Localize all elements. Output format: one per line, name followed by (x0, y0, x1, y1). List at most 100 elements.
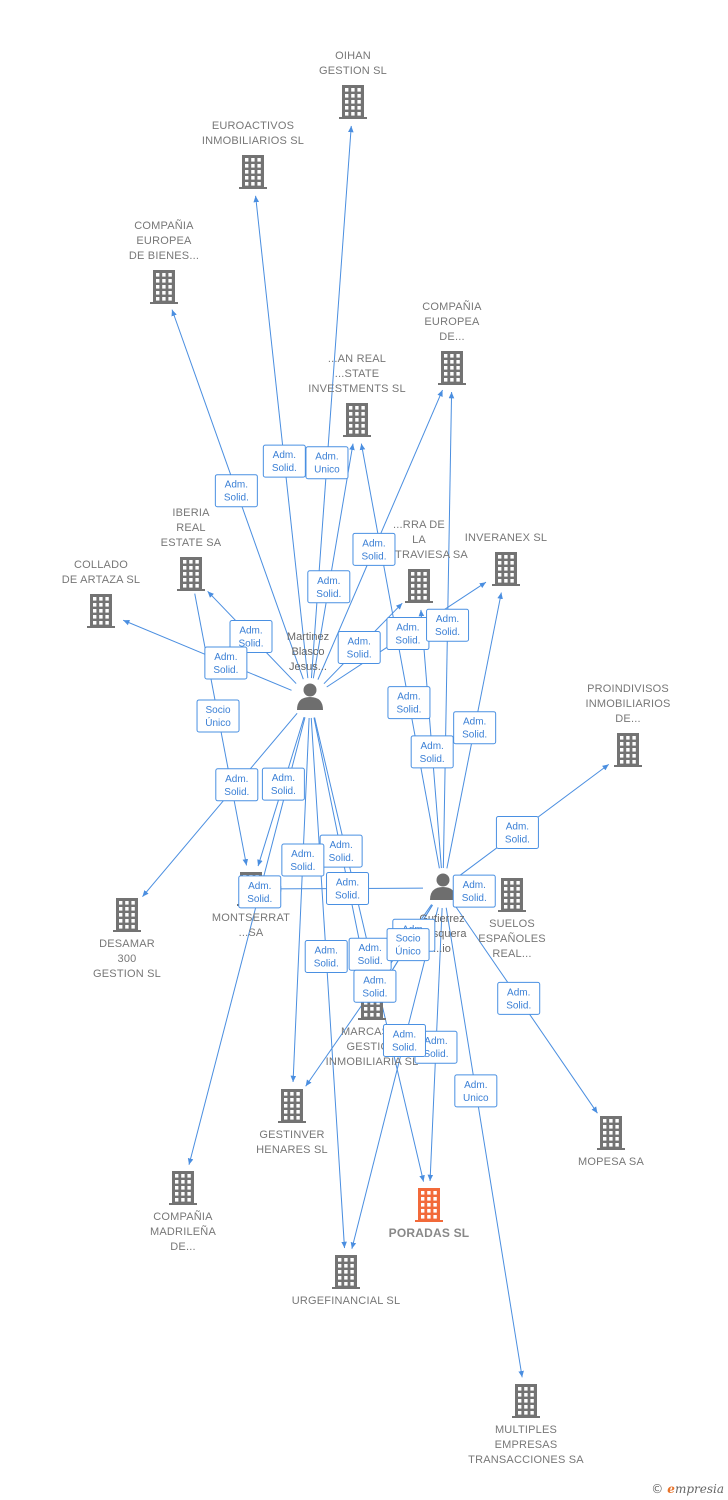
person-p1-icon[interactable] (297, 683, 323, 711)
person-p2-icon[interactable] (430, 873, 456, 901)
relation-label-text: Adm. (397, 692, 420, 703)
relation-label[interactable]: Adm.Solid. (382, 1024, 426, 1058)
company-node-poradas-building-icon[interactable] (415, 1188, 443, 1222)
company-node-suelos-building-icon[interactable] (498, 878, 526, 912)
relation-label[interactable]: Adm.Solid. (229, 620, 273, 654)
company-label-sevan[interactable]: ...AN REAL (328, 353, 386, 365)
company-label-multiples[interactable]: MULTIPLES (495, 1424, 557, 1436)
company-label-suelos[interactable]: SUELOS (489, 918, 535, 930)
relation-label[interactable]: Adm.Solid. (281, 843, 325, 877)
relation-label[interactable]: Adm.Solid. (262, 444, 306, 478)
relation-label[interactable]: Adm.Solid. (410, 735, 454, 769)
company-label-madrilena[interactable]: MADRILEÑA (150, 1225, 216, 1238)
relation-label-text: Solid. (238, 639, 263, 650)
company-label-madrilena[interactable]: DE... (170, 1241, 195, 1253)
company-label-cebienes[interactable]: DE BIENES... (129, 250, 199, 262)
company-label-iberia[interactable]: IBERIA (172, 507, 210, 519)
company-label-multiples[interactable]: EMPRESAS (495, 1439, 558, 1451)
company-label-poradas[interactable]: PORADAS SL (389, 1226, 470, 1240)
company-node-ced-building-icon[interactable] (438, 351, 466, 385)
relation-label[interactable]: Adm.Solid. (495, 815, 539, 849)
company-label-euroactivos[interactable]: EUROACTIVOS (212, 120, 294, 132)
company-label-collado[interactable]: COLLADO (74, 559, 128, 571)
relation-label[interactable]: Adm.Unico (305, 446, 349, 480)
company-node-inveranex-building-icon[interactable] (492, 552, 520, 586)
relation-label[interactable]: Adm.Solid. (214, 474, 258, 508)
company-node-contraviesa-building-icon[interactable] (405, 569, 433, 603)
relation-label-text: Adm. (225, 774, 248, 785)
company-label-marcasal[interactable]: INMOBILIARIA SL (326, 1056, 419, 1068)
company-node-proindivisos-building-icon[interactable] (614, 733, 642, 767)
company-node-collado-building-icon[interactable] (87, 594, 115, 628)
company-label-contraviesa[interactable]: LA (412, 534, 426, 546)
person-label-p2[interactable]: ...io (433, 943, 451, 955)
company-label-madrilena[interactable]: COMPAÑIA (153, 1210, 213, 1223)
company-label-cebienes[interactable]: COMPAÑIA (134, 219, 194, 232)
company-label-montserrat[interactable]: MONTSERRAT (212, 912, 290, 924)
relation-label[interactable]: Adm.Unico (454, 1074, 498, 1108)
company-node-cebienes-building-icon[interactable] (150, 270, 178, 304)
company-node-euroactivos-building-icon[interactable] (239, 155, 267, 189)
relation-label[interactable]: Adm.Solid. (352, 532, 396, 566)
company-label-proindivisos[interactable]: INMOBILIARIOS (585, 698, 670, 710)
relation-label[interactable]: Adm.Solid. (238, 875, 282, 909)
company-label-ced[interactable]: COMPAÑIA (422, 300, 482, 313)
person-label-p1[interactable]: Blasco (291, 646, 324, 658)
company-node-desamar-building-icon[interactable] (113, 898, 141, 932)
relation-label[interactable]: Adm.Solid. (387, 686, 431, 720)
company-node-oihan-building-icon[interactable] (339, 85, 367, 119)
company-label-iberia[interactable]: ESTATE SA (161, 537, 222, 549)
relation-label[interactable]: Adm.Solid. (353, 969, 397, 1003)
company-label-desamar[interactable]: 300 (118, 953, 137, 965)
company-node-madrilena-building-icon[interactable] (169, 1171, 197, 1205)
relation-label[interactable]: Adm.Solid. (453, 711, 497, 745)
relation-label[interactable]: Adm.Solid. (204, 646, 248, 680)
relation-label[interactable]: Adm.Solid. (215, 768, 259, 802)
relation-label[interactable]: Adm.Solid. (452, 874, 496, 908)
relation-label[interactable]: Adm.Solid. (326, 871, 370, 905)
company-label-urgefinancial[interactable]: URGEFINANCIAL SL (292, 1295, 401, 1307)
company-label-proindivisos[interactable]: DE... (615, 713, 640, 725)
company-label-iberia[interactable]: REAL (176, 522, 206, 534)
relation-label[interactable]: Adm.Solid. (426, 608, 470, 642)
company-label-gestinver[interactable]: GESTINVER (259, 1129, 324, 1141)
company-node-urgefinancial-building-icon[interactable] (332, 1255, 360, 1289)
relation-label[interactable]: Adm.Solid. (337, 630, 381, 664)
company-label-collado[interactable]: DE ARTAZA SL (62, 574, 140, 586)
company-label-sevan[interactable]: ...STATE (335, 368, 380, 380)
relation-label[interactable]: Adm.Solid. (348, 937, 392, 971)
relation-label[interactable]: Adm.Solid. (261, 767, 305, 801)
company-label-sevan[interactable]: INVESTMENTS SL (308, 383, 406, 395)
company-label-ced[interactable]: DE... (439, 331, 464, 343)
company-node-iberia-building-icon[interactable] (177, 557, 205, 591)
company-label-multiples[interactable]: TRANSACCIONES SA (468, 1454, 584, 1466)
company-label-desamar[interactable]: DESAMAR (99, 938, 155, 950)
company-label-contraviesa[interactable]: ...RRA DE (393, 519, 445, 531)
company-node-mopesa-building-icon[interactable] (597, 1116, 625, 1150)
company-label-ced[interactable]: EUROPEA (424, 316, 480, 328)
company-label-proindivisos[interactable]: PROINDIVISOS (587, 683, 669, 695)
relation-label[interactable]: Adm.Solid. (307, 570, 351, 604)
company-label-inveranex[interactable]: INVERANEX SL (465, 532, 547, 544)
company-node-gestinver-building-icon[interactable] (278, 1089, 306, 1123)
company-label-gestinver[interactable]: HENARES SL (256, 1144, 328, 1156)
company-label-mopesa[interactable]: MOPESA SA (578, 1156, 644, 1168)
company-label-suelos[interactable]: REAL... (492, 948, 531, 960)
person-label-p1[interactable]: Jesus... (289, 661, 327, 673)
relation-label[interactable]: Adm.Solid. (386, 617, 430, 651)
company-label-cebienes[interactable]: EUROPEA (136, 235, 192, 247)
company-node-sevan-building-icon[interactable] (343, 403, 371, 437)
relation-label[interactable]: Adm.Solid. (319, 834, 363, 868)
company-label-euroactivos[interactable]: INMOBILIARIOS SL (202, 135, 304, 147)
company-label-oihan[interactable]: GESTION SL (319, 65, 387, 77)
company-node-multiples-building-icon[interactable] (512, 1384, 540, 1418)
relation-label[interactable]: Adm.Solid. (304, 939, 348, 973)
company-label-montserrat[interactable]: ...SA (239, 927, 264, 939)
person-label-p1[interactable]: Martinez (287, 631, 329, 643)
company-label-desamar[interactable]: GESTION SL (93, 968, 161, 980)
relation-label[interactable]: Adm.Solid. (497, 981, 541, 1015)
company-label-oihan[interactable]: OIHAN (335, 50, 371, 62)
company-label-suelos[interactable]: ESPAÑOLES (478, 932, 546, 945)
